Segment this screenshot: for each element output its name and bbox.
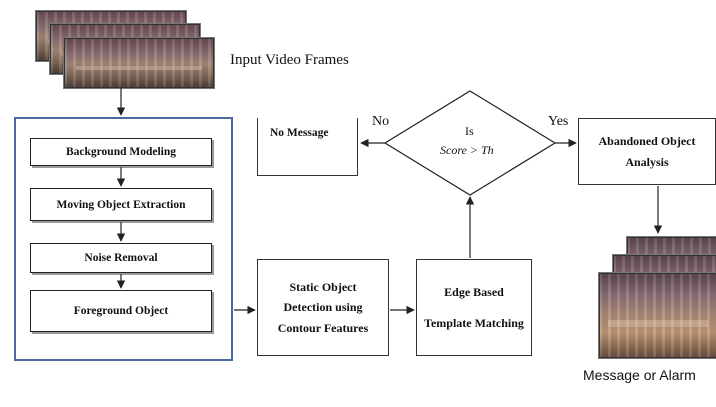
- static-object-detection-box: Static Object Detection using Contour Fe…: [257, 259, 389, 356]
- static-detection-line2: Detection using: [283, 300, 363, 315]
- step-foreground-object: Foreground Object: [30, 290, 212, 332]
- input-video-frames-label: Input Video Frames: [230, 52, 349, 68]
- template-matching-box: Edge Based Template Matching: [416, 259, 532, 356]
- step-moving-object-extraction: Moving Object Extraction: [30, 188, 212, 221]
- decision-line1: Is: [465, 124, 474, 138]
- template-matching-line1: Edge Based: [444, 285, 504, 300]
- yes-branch-label: Yes: [548, 114, 569, 129]
- no-message-text: No Message: [270, 127, 329, 139]
- decision-diamond: [383, 90, 557, 196]
- decision-line2: Score > Th: [440, 143, 494, 157]
- no-branch-label: No: [372, 114, 390, 129]
- message-or-alarm-label: Message or Alarm: [583, 367, 696, 383]
- input-frame-3: [63, 37, 215, 89]
- abandoned-object-analysis-box: Abandoned Object Analysis: [578, 118, 716, 185]
- static-detection-line3: Contour Features: [277, 320, 369, 335]
- no-message-box: [257, 118, 358, 176]
- static-detection-line1: Static Object: [289, 279, 357, 294]
- template-matching-line2: Template Matching: [424, 315, 524, 330]
- step-background-modeling: Background Modeling: [30, 138, 212, 166]
- abandoned-line1: Abandoned Object: [598, 134, 696, 149]
- step-noise-removal: Noise Removal: [30, 243, 212, 273]
- output-frame-3: [598, 272, 716, 359]
- abandoned-line2: Analysis: [625, 154, 669, 169]
